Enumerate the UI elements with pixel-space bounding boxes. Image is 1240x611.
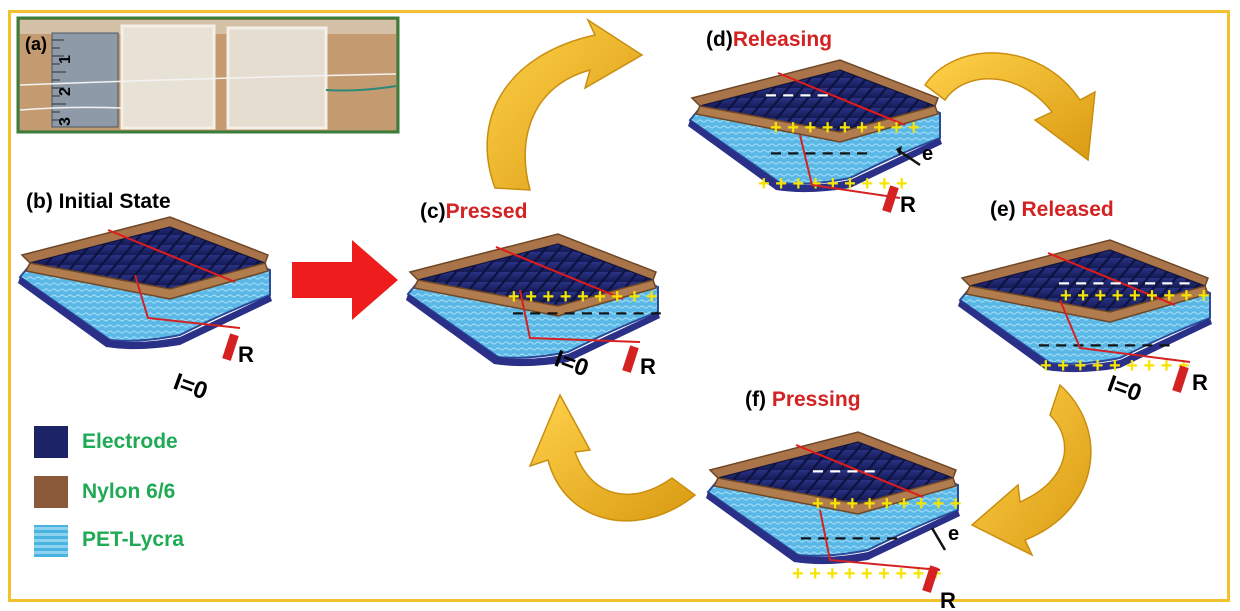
resistor-label: R (640, 354, 656, 379)
svg-text:+ + + + + + + + +: + + + + + + + + + (770, 117, 920, 139)
panel-tag: (b) (26, 190, 53, 213)
svg-text:− − − − − − − − −: − − − − − − − − − (512, 303, 662, 325)
panel-b-label: (b) Initial State (26, 190, 171, 214)
panel-tag: (d) (706, 28, 733, 51)
electron-arrow (930, 527, 947, 551)
svg-text:+ + + + + + + + +: + + + + + + + + + (1060, 285, 1210, 307)
svg-text:− − − − − −: − − − − − − (800, 528, 898, 550)
panel-state: Initial State (58, 190, 171, 213)
svg-text:+ + + + + + + + +: + + + + + + + + + (1040, 355, 1190, 377)
legend-swatch-nylon (34, 476, 68, 508)
svg-text:− − − −: − − − − (765, 85, 828, 107)
panel-e-label: (e) Released (990, 198, 1114, 222)
electron-label: e (948, 523, 959, 545)
ruler-mark: 2 (57, 87, 74, 96)
legend-swatch-electrode (34, 426, 68, 458)
cycle-arrows (486, 17, 1096, 557)
panel-tag: (f) (745, 388, 766, 411)
ruler (51, 32, 119, 128)
legend-label-pet-lycra: PET-Lycra (82, 528, 184, 551)
charges: + + + + + + + + + − − − − − − − − − − − … (508, 85, 1210, 585)
svg-text:− − − − − − − −: − − − − − − − − (1038, 335, 1170, 357)
electron-label: e (922, 143, 933, 165)
panel-state: Released (1021, 198, 1114, 221)
electron-arrow (897, 148, 921, 167)
panel-c-label: (c)Pressed (420, 200, 527, 224)
panel-state: Releasing (732, 28, 833, 51)
figure-frame (8, 10, 1230, 602)
svg-text:+ + + + + + + + +: + + + + + + + + + (758, 173, 908, 195)
legend-label-electrode: Electrode (82, 430, 178, 453)
resistor-label: R (900, 192, 916, 217)
main-arrow (292, 240, 398, 320)
panel-tag: (e) (990, 198, 1016, 221)
current-label: I=0 (170, 368, 211, 405)
panel-tag: (c) (420, 200, 446, 223)
photo-panel (16, 16, 400, 134)
svg-text:− − − − − − − −: − − − − − − − − (1058, 273, 1190, 295)
panel-d-label: (d)Releasing (706, 28, 832, 52)
ruler-mark: 1 (57, 55, 74, 64)
fabric-sample (120, 24, 216, 130)
panel-tag: (a) (25, 34, 47, 54)
svg-text:+ + + + + + + + +: + + + + + + + + + (792, 563, 942, 585)
legend-label-nylon: Nylon 6/6 (82, 480, 176, 503)
svg-text:+ + + + + + + + +: + + + + + + + + + (812, 493, 962, 515)
panel-f-label: (f) Pressing (745, 388, 861, 412)
resistor-label: R (238, 342, 254, 367)
panel-state: Pressed (445, 200, 528, 223)
svg-text:− − − −: − − − − (812, 461, 875, 483)
panel-a-label: (a) (25, 34, 47, 55)
panel-state: Pressing (771, 388, 861, 411)
ruler-mark: 3 (57, 117, 74, 126)
svg-text:+ + + + + + + + +: + + + + + + + + + (508, 286, 658, 308)
svg-text:− − − − − −: − − − − − − (770, 143, 868, 165)
resistors (222, 185, 1189, 593)
device-initial (17, 216, 273, 351)
legend-swatch-pet-lycra (34, 525, 68, 557)
resistor-label: R (940, 588, 956, 611)
resistor-label: R (1192, 370, 1208, 395)
circuits (134, 134, 1191, 571)
